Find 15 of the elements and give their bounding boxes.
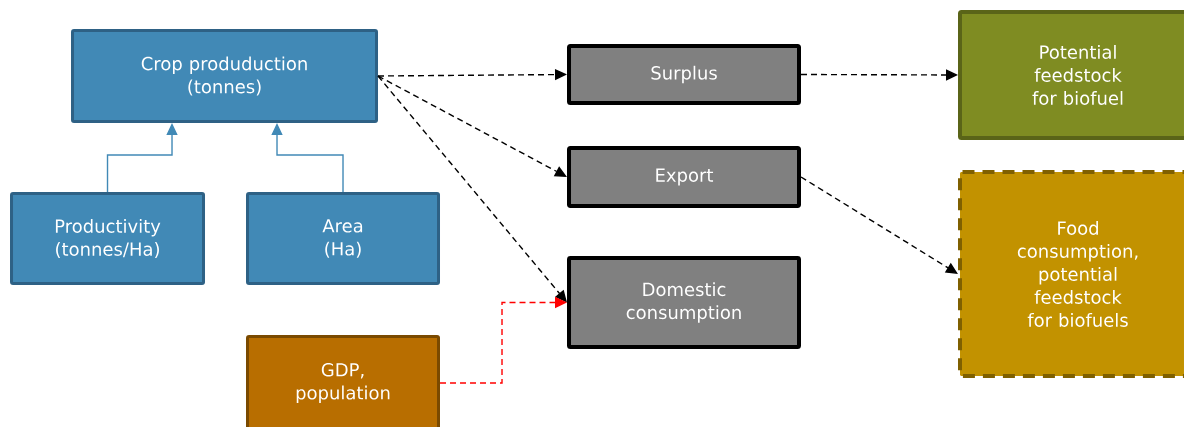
process-box: Domestic consumption [567, 256, 801, 349]
output-box: Food consumption, potential feedstock for biofuels [958, 170, 1184, 378]
arrow [106, 123, 178, 193]
arrow [800, 176, 958, 274]
process-box: Surplus [567, 44, 801, 105]
arrow [800, 69, 958, 81]
process-box: Export [567, 146, 801, 208]
process-box: GDP, population [246, 335, 440, 427]
process-box: Productivity (tonnes/Ha) [10, 192, 205, 285]
arrow [271, 123, 344, 193]
output-box: Potential feedstock for biofuel [958, 10, 1184, 140]
process-box: Crop produduction (tonnes) [71, 29, 378, 123]
process-box: Area (Ha) [246, 192, 440, 285]
arrow [377, 75, 567, 177]
arrow [439, 296, 567, 384]
